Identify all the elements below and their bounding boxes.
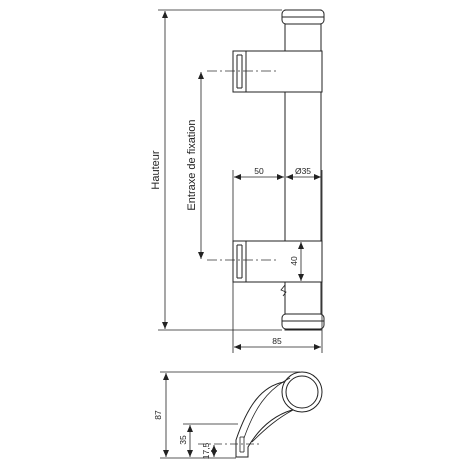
- height-label: Hauteur: [150, 150, 162, 189]
- side-tube-outer: [281, 371, 323, 413]
- side-dimension-lines: [160, 371, 300, 459]
- set-screw-icon: [280, 284, 287, 297]
- handle-side-view: [235, 371, 323, 458]
- side-tube-inner: [285, 375, 319, 409]
- tube-diameter-label: Ø35: [295, 166, 311, 176]
- bottom-cap: [281, 313, 325, 330]
- top-cap: [281, 9, 325, 25]
- dimension-lines: [158, 9, 323, 353]
- side-mid-label: 35: [178, 435, 188, 445]
- total-depth-label: 85: [272, 336, 282, 346]
- fixing-center-label: Entraxe de fixation: [186, 119, 198, 210]
- side-small-label: 17,5: [201, 442, 211, 459]
- top-clamp: [232, 50, 323, 93]
- clamp-height-label: 40: [289, 256, 299, 266]
- bottom-clamp: [232, 240, 323, 283]
- center-lines: [207, 70, 276, 261]
- side-bracket-arm: [235, 381, 293, 458]
- bracket-offset-label: 50: [254, 166, 264, 176]
- handle-front-view: [232, 9, 325, 331]
- side-height-label: 87: [153, 410, 163, 420]
